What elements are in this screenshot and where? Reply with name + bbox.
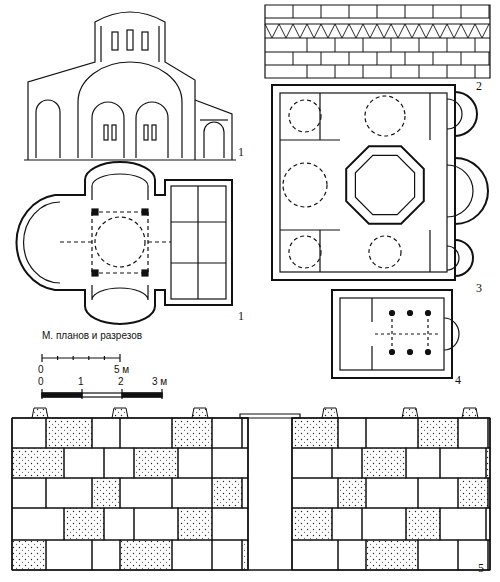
- small-church-plan: [332, 290, 459, 378]
- figure-number: 1: [238, 146, 244, 158]
- figure-number: 4: [455, 374, 461, 386]
- scale-number: 0: [38, 377, 44, 387]
- scale-number: 0: [38, 365, 44, 375]
- church-plan: [16, 162, 232, 324]
- figure-number: 5: [478, 562, 484, 574]
- figure-number: 1: [238, 310, 244, 322]
- figure-number: 3: [476, 282, 482, 294]
- scale-number: 2: [118, 377, 124, 387]
- scale-bars: [42, 354, 162, 399]
- octagon-church-plan: [272, 85, 488, 280]
- figure-number: 2: [476, 80, 482, 92]
- scale-number: 5 м: [114, 365, 129, 375]
- scale-caption: М. планов и разрезов: [42, 331, 142, 341]
- scale-number: 3 м: [152, 377, 167, 387]
- scale-number: 1: [78, 377, 84, 387]
- wall-elevation: [12, 408, 490, 570]
- wall-fragment: [265, 5, 490, 78]
- church-section: [24, 12, 236, 160]
